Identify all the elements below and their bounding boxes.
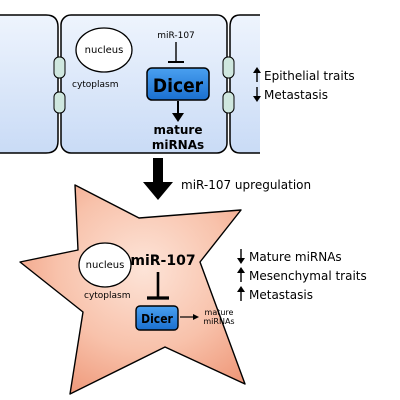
mesenchymal-cell-body	[19, 184, 246, 395]
nucleus-label-top: nucleus	[85, 45, 124, 56]
effect-metastasis-top: Metastasis	[253, 87, 328, 102]
arrowhead-mature-bottom	[193, 314, 199, 320]
effect-mesenchymal-traits: Mesenchymal traits	[237, 267, 367, 283]
arrowhead-mature-top	[172, 113, 184, 122]
dicer-box-top	[146, 67, 210, 101]
junction-left-top	[53, 56, 66, 79]
cytoplasm-label-top: cytoplasm	[72, 80, 119, 90]
junction-right-top	[222, 56, 235, 79]
mature-label-top-2: miRNAs	[152, 138, 204, 152]
effect-text: Epithelial traits	[264, 69, 355, 83]
epithelial-cell: nucleus cytoplasm miR-107 Dicer mature m…	[0, 14, 260, 154]
dicer-box-bottom	[135, 305, 179, 331]
dicer-label-top: Dicer	[153, 75, 204, 97]
neighbor-cell-left	[0, 14, 59, 154]
nucleus-bottom	[78, 242, 132, 288]
nucleus-top	[75, 27, 133, 73]
transition-label: miR-107 upregulation	[181, 178, 311, 192]
mir107-label-top: miR-107	[157, 31, 195, 41]
transition-arrowhead-icon	[143, 182, 173, 200]
transition-arrow-shaft	[153, 158, 163, 184]
mature-label-bottom-1: mature	[205, 308, 234, 317]
mesenchymal-cell: nucleus cytoplasm miR-107 Dicer mature m…	[19, 184, 246, 395]
down-arrowhead-icon	[237, 258, 245, 264]
up-arrowhead-icon	[237, 286, 245, 292]
dicer-label-bottom: Dicer	[141, 312, 173, 326]
nucleus-label-bottom: nucleus	[86, 260, 125, 271]
effect-text: Metastasis	[264, 88, 328, 102]
down-arrowhead-icon	[253, 96, 261, 102]
effect-mature-mirnas: Mature miRNAs	[237, 249, 342, 264]
effect-text: Mesenchymal traits	[249, 269, 367, 283]
up-arrowhead-icon	[253, 67, 261, 73]
transition: miR-107 upregulation	[143, 158, 311, 200]
junction-right-bottom	[222, 91, 235, 114]
mir107-label-bottom: miR-107	[130, 253, 195, 269]
effect-text: Mature miRNAs	[249, 250, 342, 264]
cytoplasm-label-bottom: cytoplasm	[84, 291, 131, 301]
neighbor-cell-right	[229, 14, 260, 154]
junction-left-bottom	[53, 91, 66, 114]
effect-epithelial-traits: Epithelial traits	[253, 67, 355, 83]
mesenchymal-effects: Mature miRNAs Mesenchymal traits Metasta…	[237, 249, 367, 302]
mature-label-top-1: mature	[154, 123, 203, 137]
effect-text: Metastasis	[249, 288, 313, 302]
up-arrowhead-icon	[237, 267, 245, 273]
effect-metastasis-bottom: Metastasis	[237, 286, 313, 302]
mature-label-bottom-2: miRNAs	[203, 317, 234, 326]
epithelial-effects: Epithelial traits Metastasis	[253, 67, 355, 102]
